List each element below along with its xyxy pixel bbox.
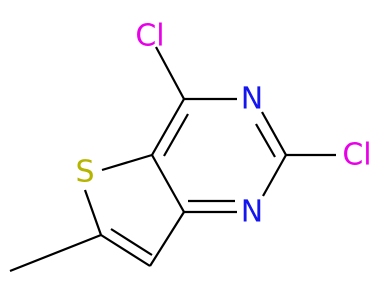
bond-c4a-c4 xyxy=(151,98,185,156)
bond-c6-methyl xyxy=(9,233,102,273)
bond-c2-n1 xyxy=(262,154,287,197)
bond-c7a-c4a xyxy=(151,154,185,213)
bond-c6-c7 xyxy=(100,234,151,267)
atom-cl-right: Cl xyxy=(342,138,371,173)
atom-n1: N xyxy=(241,195,263,230)
bond-c4a-c4-inner xyxy=(163,113,189,157)
atom-s: S xyxy=(75,155,94,190)
bond-n3-c2 xyxy=(261,111,287,156)
bond-c4-cl xyxy=(155,46,185,100)
bond-c7-c7a xyxy=(149,211,185,267)
atom-n3: N xyxy=(241,82,263,117)
bond-c4a-s xyxy=(101,153,153,172)
bonds xyxy=(9,46,336,273)
bond-n3-c2-inner xyxy=(255,123,276,158)
bond-c6-c7-inner xyxy=(110,228,153,256)
bond-s-c6 xyxy=(83,189,103,236)
atom-cl-top: Cl xyxy=(135,19,164,54)
atom-labels: Cl N Cl N S xyxy=(75,19,371,230)
